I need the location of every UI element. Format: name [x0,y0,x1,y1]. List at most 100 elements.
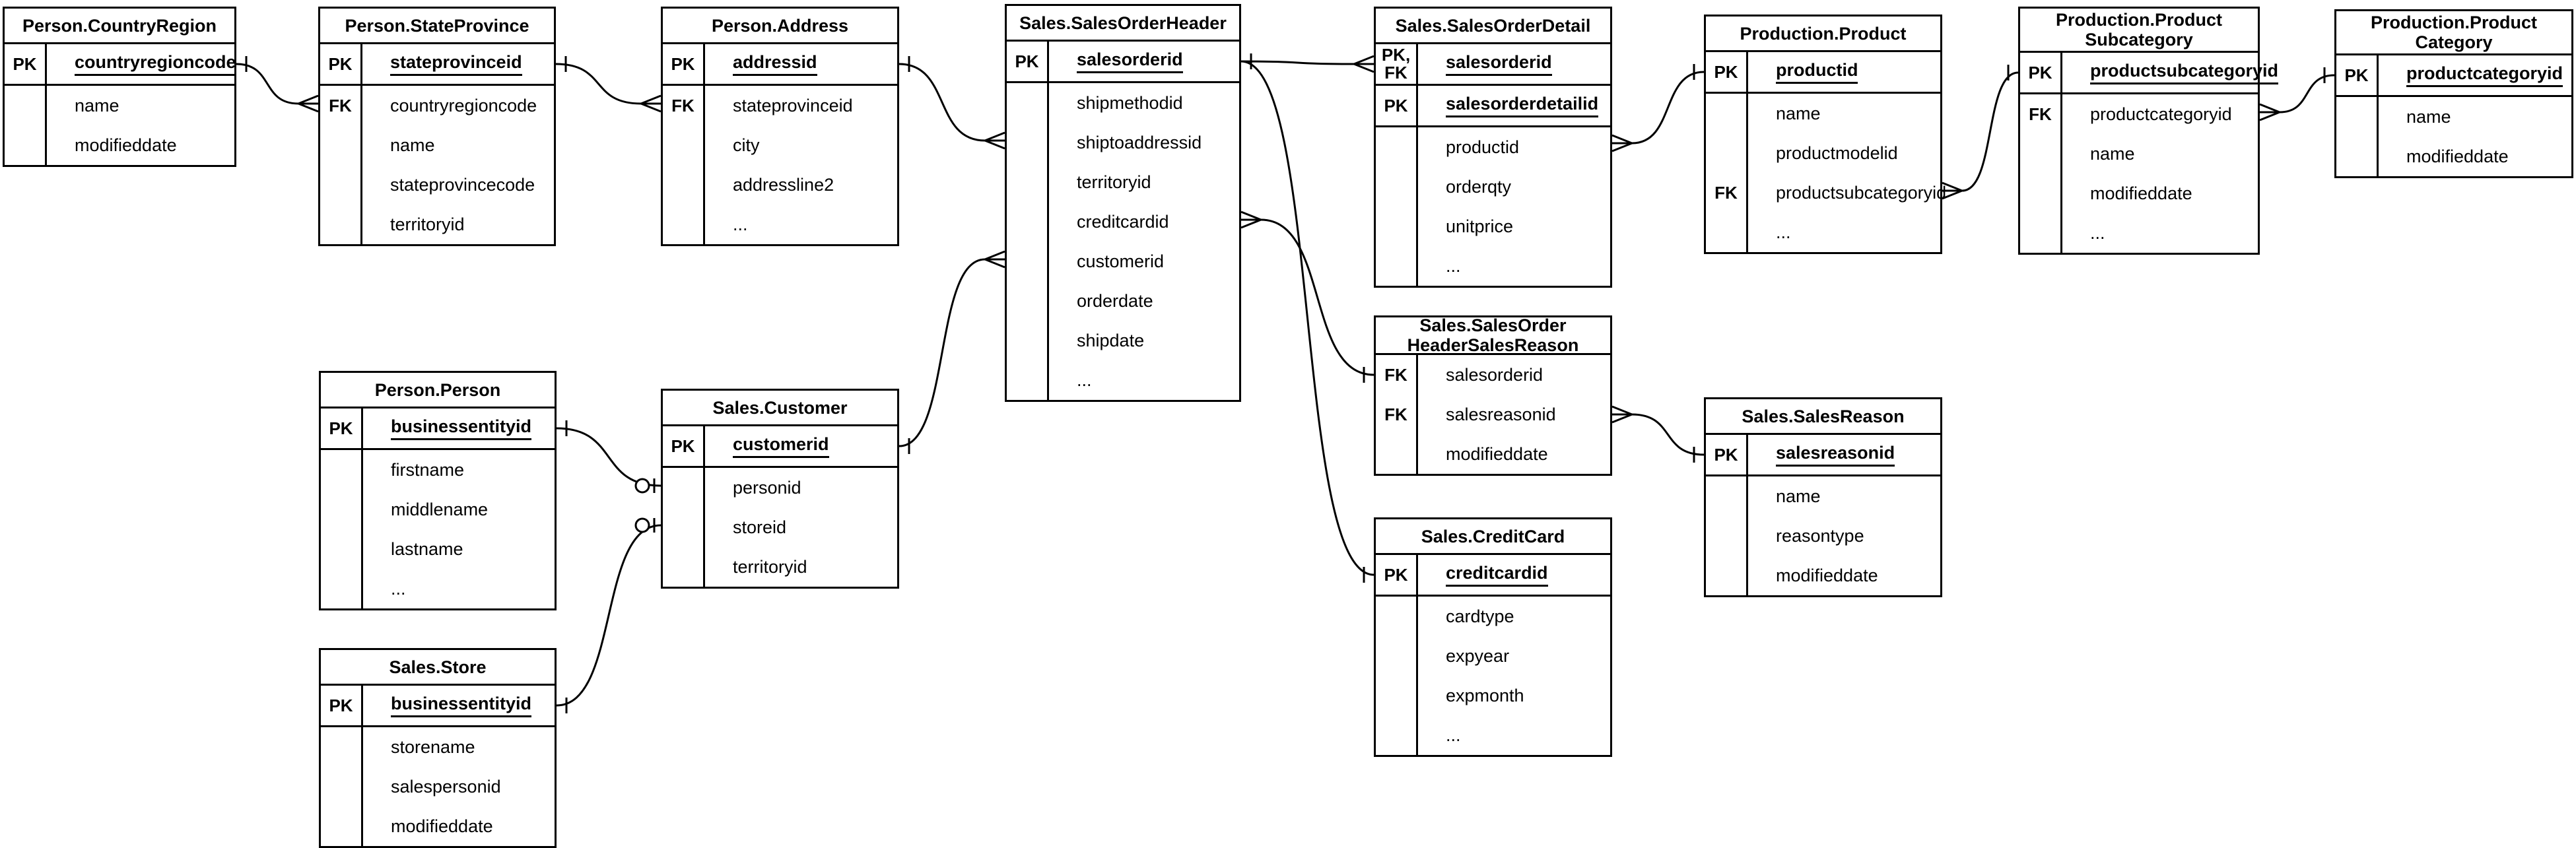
cardinality-many-marker[interactable] [1942,181,1963,200]
cardinality-many-marker[interactable] [984,250,1005,269]
cardinality-many-marker[interactable] [298,94,319,113]
attribute-row[interactable]: middlename [321,490,555,529]
attribute-row[interactable]: shiptoaddressid [1007,123,1239,162]
attribute-row[interactable]: ... [1376,246,1610,286]
attribute-row[interactable]: name [5,86,234,125]
attribute-row[interactable]: ... [663,205,897,244]
relationship-person-customer[interactable] [556,427,661,487]
relationship-productsubcategory-productcategory[interactable] [2279,74,2335,114]
attribute-row[interactable]: customerid [1007,242,1239,281]
attribute-row[interactable]: cardtype [1376,597,1610,636]
attribute-row[interactable]: reasontype [1706,516,1940,556]
attribute-row[interactable]: creditcardid [1007,202,1239,242]
relationship-salesorderheader-sohsalesreason[interactable] [1260,218,1374,376]
attribute-row[interactable]: ... [1007,360,1239,400]
attribute-row[interactable]: firstname [321,450,555,490]
attribute-row[interactable]: addressline2 [663,165,897,205]
attribute-row[interactable]: modifieddate [1376,434,1610,474]
attribute-row[interactable]: lastname [321,529,555,569]
cardinality-many-marker[interactable] [1611,405,1633,424]
attribute-row[interactable]: ... [1706,212,1940,252]
cardinality-many-marker[interactable] [1240,211,1262,229]
relationship-address-salesorderheader[interactable] [898,63,986,142]
attribute-row[interactable]: name [320,125,554,165]
attribute-row[interactable]: modifieddate [2336,137,2571,176]
attribute-row[interactable]: storeid [663,507,897,547]
relationship-stateprovince-address[interactable] [555,63,642,105]
relationship-countryregion-stateprovince[interactable] [236,63,299,105]
cardinality-many-marker[interactable] [1611,134,1633,152]
attribute-row[interactable]: shipdate [1007,321,1239,360]
attribute-row[interactable]: name [1706,476,1940,516]
cardinality-many-marker[interactable] [1353,55,1374,73]
attribute-row[interactable]: stateprovincecode [320,165,554,205]
attribute-row[interactable]: unitprice [1376,207,1610,246]
attribute-row[interactable]: modifieddate [321,806,555,846]
attribute-row[interactable]: salespersonid [321,767,555,806]
attribute-row[interactable]: territoryid [320,205,554,244]
attribute-row[interactable]: storename [321,727,555,767]
attribute-row[interactable]: ... [321,569,555,608]
attribute-row[interactable]: expmonth [1376,676,1610,715]
attribute-row[interactable]: territoryid [663,547,897,587]
attribute-row[interactable]: ... [1376,715,1610,755]
relationship-salesorderheader-creditcard[interactable] [1240,60,1374,576]
attribute-row[interactable]: productmodelid [1706,133,1940,173]
attribute-row[interactable]: territoryid [1007,162,1239,202]
attribute-row[interactable]: productid [1376,127,1610,167]
relationship-product-productsubcategory[interactable] [1961,71,2019,192]
relationship-salesorderheader-salesorderdetail[interactable] [1240,60,1355,65]
attribute-row[interactable]: name [2020,134,2258,174]
attribute-row[interactable]: city [663,125,897,165]
relationship-sohsalesreason-salesreason[interactable] [1631,413,1705,456]
attribute-row[interactable]: orderdate [1007,281,1239,321]
attribute-row[interactable]: orderqty [1376,167,1610,207]
cardinality-many-marker[interactable] [2259,103,2280,121]
attribute-row[interactable]: modifieddate [1706,556,1940,595]
cardinality-many-marker[interactable] [984,131,1005,150]
relationship-store-customer[interactable] [556,524,661,707]
attribute-row[interactable]: ... [2020,213,2258,253]
attribute-row[interactable]: name [2336,97,2571,137]
attribute-row[interactable]: modifieddate [2020,174,2258,213]
relationship-salesorderdetail-product[interactable] [1631,71,1705,145]
attribute-row[interactable]: expyear [1376,636,1610,676]
attribute-row[interactable]: name [1706,94,1940,133]
attribute-row[interactable]: modifieddate [5,125,234,165]
relationship-customer-salesorderheader[interactable] [898,258,986,447]
